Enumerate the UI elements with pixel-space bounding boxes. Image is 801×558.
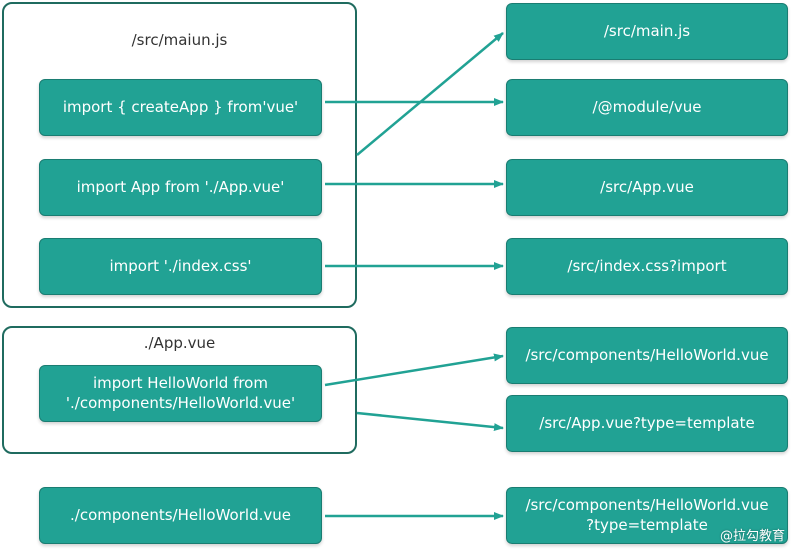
app-vue-group-label: ./App.vue xyxy=(143,334,216,352)
helloworld-template-target[interactable]: /src/components/HelloWorld.vue ?type=tem… xyxy=(506,487,788,544)
helloworld-vue-target[interactable]: /src/components/HelloWorld.vue xyxy=(506,327,788,384)
import-create-app-node[interactable]: import { createApp } from'vue' xyxy=(39,79,322,136)
import-app-node[interactable]: import App from './App.vue' xyxy=(39,159,322,216)
watermark-logo: @拉勾教育 xyxy=(719,529,785,544)
main-js-group-label: /src/maiun.js xyxy=(131,31,228,49)
app-template-target[interactable]: /src/App.vue?type=template xyxy=(506,395,788,452)
main-js-target[interactable]: /src/main.js xyxy=(506,3,788,60)
index-css-target[interactable]: /src/index.css?import xyxy=(506,238,788,295)
arrow-group-to-app-template xyxy=(356,411,504,432)
import-helloworld-node[interactable]: import HelloWorld from './components/Hel… xyxy=(39,365,322,422)
import-css-node[interactable]: import './index.css' xyxy=(39,238,322,295)
module-vue-target[interactable]: /@module/vue xyxy=(506,79,788,136)
helloworld-file-node[interactable]: ./components/HelloWorld.vue xyxy=(39,487,322,544)
arrow-group-to-main-js xyxy=(356,32,504,156)
app-vue-target[interactable]: /src/App.vue xyxy=(506,159,788,216)
